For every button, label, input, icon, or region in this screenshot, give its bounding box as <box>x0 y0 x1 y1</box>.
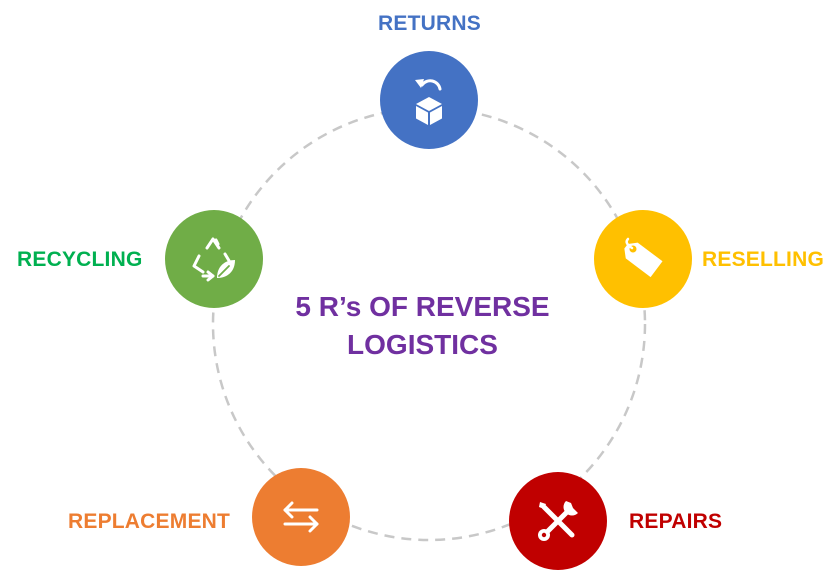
recycling-node <box>165 210 263 308</box>
replacement-node <box>252 468 350 566</box>
tools-icon <box>538 501 578 541</box>
returns-label: RETURNS <box>378 12 481 35</box>
center-title-line-1: 5 R’s OF REVERSE <box>295 291 550 322</box>
reselling-node <box>594 210 692 308</box>
box-return-icon <box>415 79 442 125</box>
repairs-node <box>509 472 607 570</box>
replacement-label: REPLACEMENT <box>68 510 231 533</box>
returns-node <box>380 51 478 149</box>
repairs-label: REPAIRS <box>629 510 723 533</box>
recycling-label: RECYCLING <box>17 248 143 271</box>
center-title: 5 R’s OF REVERSE LOGISTICS <box>250 288 595 364</box>
recycle-leaf-icon <box>192 237 235 282</box>
reselling-label: RESELLING <box>702 248 824 271</box>
center-title-line-2: LOGISTICS <box>347 329 498 360</box>
swap-arrows-icon <box>283 501 319 533</box>
dashed-cycle-circle <box>211 106 647 542</box>
price-tag-icon <box>624 237 663 278</box>
